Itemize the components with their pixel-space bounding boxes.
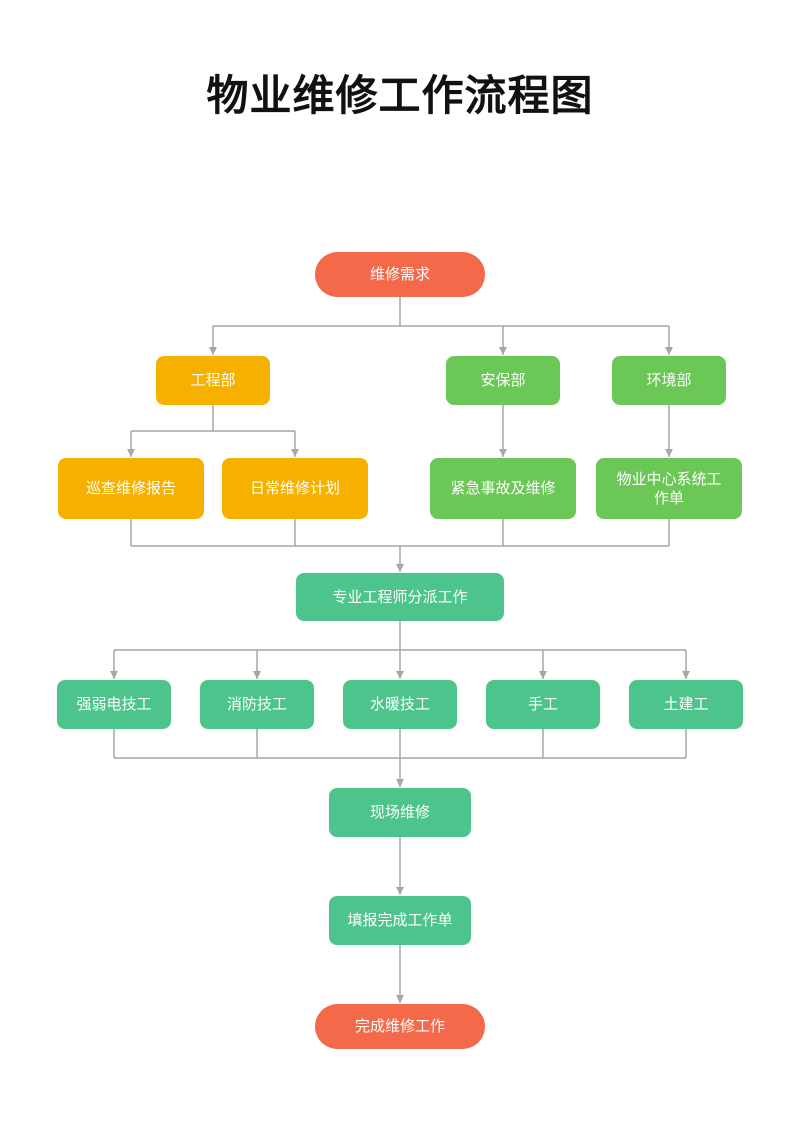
onsite-repair-node: 现场维修 [329, 788, 471, 837]
fire-tech-node: 消防技工 [200, 680, 314, 729]
page-title: 物业维修工作流程图 [206, 71, 594, 120]
work-order-system-node: 物业中心系统工作单 [596, 458, 742, 519]
civil-worker-node: 土建工 [629, 680, 743, 729]
engineering-dept-node: 工程部 [156, 356, 270, 405]
start-node: 维修需求 [315, 252, 485, 297]
end-node: 完成维修工作 [315, 1004, 485, 1049]
security-dept-node: 安保部 [446, 356, 560, 405]
electrician-node: 强弱电技工 [57, 680, 171, 729]
fill-work-order-node: 填报完成工作单 [329, 896, 471, 945]
plumbing-tech-node: 水暖技工 [343, 680, 457, 729]
handyman-node: 手工 [486, 680, 600, 729]
environment-dept-node: 环境部 [612, 356, 726, 405]
emergency-node: 紧急事故及维修 [430, 458, 576, 519]
daily-plan-node: 日常维修计划 [222, 458, 368, 519]
dispatch-node: 专业工程师分派工作 [296, 573, 504, 621]
inspection-report-node: 巡查维修报告 [58, 458, 204, 519]
